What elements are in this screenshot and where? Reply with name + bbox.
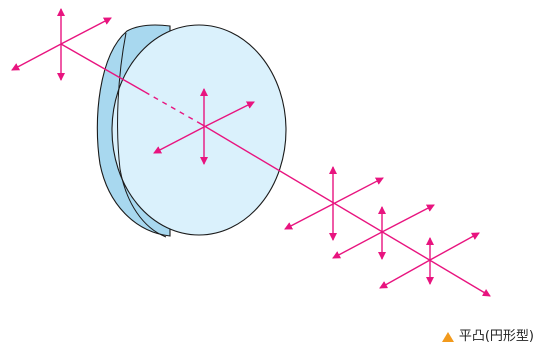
horizontal-polarization-arrow	[429, 232, 480, 261]
beam-outgoing-segment	[200, 123, 491, 297]
polarization-cross-incoming	[11, 8, 112, 81]
horizontal-polarization-arrow	[203, 101, 255, 128]
optical-axis	[60, 43, 491, 297]
horizontal-polarization-arrow	[381, 204, 435, 233]
lens-rim-curve	[117, 32, 167, 238]
beam-hidden-segment	[144, 91, 202, 125]
polarization-cross-outgoing-2	[332, 204, 435, 260]
horizontal-polarization-arrow	[60, 17, 112, 45]
horizontal-polarization-arrow	[284, 203, 334, 230]
horizontal-polarization-arrow	[332, 177, 384, 205]
polarization-cross-inside-lens	[153, 88, 255, 165]
horizontal-polarization-arrow	[11, 43, 62, 71]
polarization-cross-outgoing-3	[379, 232, 480, 289]
polarization-cross-outgoing-1	[284, 166, 384, 241]
lens	[96, 24, 287, 238]
figure-caption: 平凸(円形型)	[441, 329, 534, 345]
horizontal-polarization-arrow	[379, 259, 431, 289]
horizontal-polarization-arrow	[153, 126, 205, 154]
horizontal-polarization-arrow	[332, 231, 383, 259]
beam-incoming-segment	[60, 43, 146, 93]
caption-text: 平凸(円形型)	[458, 329, 534, 344]
orange-triangle-icon	[441, 332, 454, 342]
